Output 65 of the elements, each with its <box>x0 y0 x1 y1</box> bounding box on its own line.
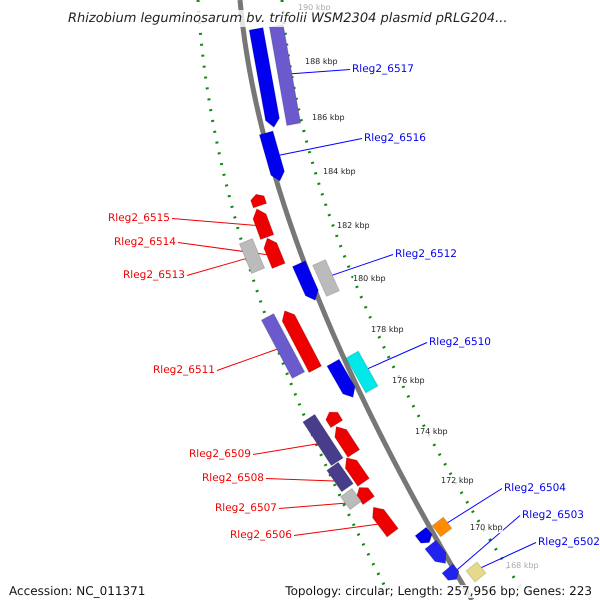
gene-label: Rleg2_6502 <box>538 536 600 549</box>
accession-text: Accession: NC_011371 <box>9 585 146 598</box>
leader-line <box>278 502 346 509</box>
gene-feature <box>465 561 487 583</box>
leader-line <box>291 69 350 74</box>
leader-line <box>252 443 318 455</box>
gene-feature <box>258 130 285 182</box>
leader-line <box>294 524 378 536</box>
gene-feature <box>372 506 399 538</box>
genome-summary-text: Topology: circular; Length: 257,956 bp; Genes: 223 <box>285 585 592 598</box>
leader-line <box>266 478 335 482</box>
gene-label: Rleg2_6509 <box>189 448 251 461</box>
gene-feature <box>326 462 354 492</box>
scale-label: 178 kbp <box>371 325 404 335</box>
leader-line <box>279 138 362 156</box>
gene-feature <box>292 260 319 301</box>
gene-feature <box>326 358 356 398</box>
leader-line <box>368 342 428 370</box>
gene-feature <box>263 237 286 270</box>
gene-label: Rleg2_6515 <box>108 212 170 225</box>
gene-label: Rleg2_6513 <box>123 269 185 282</box>
gene-label: Rleg2_6511 <box>153 364 215 377</box>
scale-label: 170 kbp <box>470 523 503 533</box>
gene-label: Rleg2_6503 <box>522 509 584 522</box>
leader-line <box>186 258 246 276</box>
gene-feature <box>414 526 433 544</box>
gene-feature <box>424 540 446 564</box>
gene-feature <box>325 412 344 428</box>
leader-line <box>172 218 256 226</box>
scale-label: 188 kbp <box>305 57 338 67</box>
gene-feature <box>432 516 452 538</box>
scale-label: 184 kbp <box>323 167 356 177</box>
gene-label: Rleg2_6504 <box>504 482 566 495</box>
gene-feature <box>282 310 322 374</box>
gene-label: Rleg2_6517 <box>352 63 414 76</box>
gene-feature <box>238 238 266 274</box>
gene-feature <box>248 27 280 128</box>
gene-label: Rleg2_6506 <box>230 529 292 542</box>
gene-feature <box>441 563 460 581</box>
scale-label: 168 kbp <box>506 561 539 571</box>
scale-label: 176 kbp <box>392 376 425 386</box>
scale-label: 174 kbp <box>415 427 448 437</box>
gene-label: Rleg2_6510 <box>429 336 491 349</box>
gene-feature <box>340 488 362 510</box>
scale-label: 172 kbp <box>441 476 474 486</box>
title: Rhizobium leguminosarum bv. trifolii WSM2304 plasmid pRLG204... <box>68 10 508 27</box>
gene-label: Rleg2_6507 <box>215 502 277 515</box>
gene-label: Rleg2_6508 <box>202 472 264 485</box>
gene-feature <box>356 487 376 506</box>
scale-label: 182 kbp <box>337 221 370 231</box>
leader-line <box>332 254 394 276</box>
leader-line <box>447 488 502 524</box>
leader-line <box>480 542 536 568</box>
leader-line <box>456 515 520 570</box>
gene-feature <box>345 350 379 394</box>
leader-line <box>216 348 278 371</box>
scale-label: 180 kbp <box>353 274 386 284</box>
gene-feature <box>312 258 340 298</box>
gene-feature <box>334 426 360 458</box>
gene-feature <box>260 312 306 380</box>
gene-feature <box>302 414 344 466</box>
gene-label: Rleg2_6516 <box>364 132 426 145</box>
gene-label: Rleg2_6514 <box>114 236 176 249</box>
scale-label: 186 kbp <box>312 113 345 123</box>
gene-label: Rleg2_6512 <box>395 248 457 261</box>
